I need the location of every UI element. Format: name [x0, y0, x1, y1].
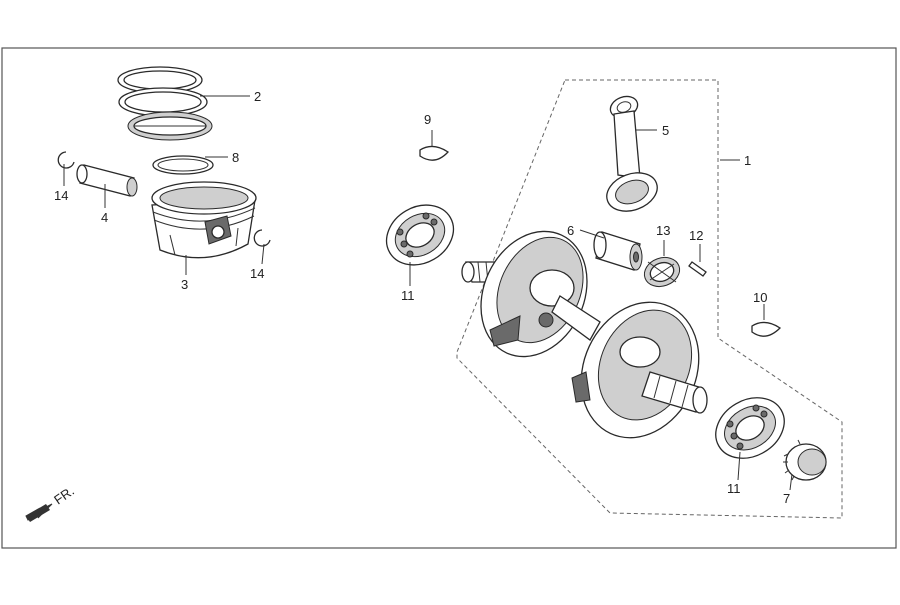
- callout-14-right: 14: [250, 266, 264, 281]
- callout-11-right: 11: [727, 481, 741, 496]
- piston-rings: [117, 66, 213, 141]
- crankshaft: [461, 230, 708, 439]
- connecting-rod: [606, 95, 658, 212]
- woodruff-key-lower: [751, 321, 782, 337]
- diagram-frame: [1, 47, 897, 549]
- clip-left: [57, 151, 75, 169]
- callout-3: 3: [181, 277, 188, 292]
- callout-10: 10: [753, 290, 767, 305]
- front-arrow-icon: [25, 503, 53, 522]
- callout-13: 13: [656, 223, 670, 238]
- needle-bearing: [643, 256, 681, 288]
- crankshaft-assembly-boundary: [456, 79, 843, 519]
- bearing-left: [385, 204, 455, 266]
- clip-right: [253, 229, 271, 247]
- timing-gear: [783, 439, 827, 481]
- piston-pin: [76, 164, 138, 197]
- callout-8: 8: [232, 150, 239, 165]
- callout-11-left: 11: [401, 288, 415, 303]
- callout-6: 6: [567, 223, 574, 238]
- callout-12: 12: [689, 228, 703, 243]
- callout-14-left: 14: [54, 188, 68, 203]
- front-direction-label: FR.: [51, 483, 77, 507]
- leader-lines: [63, 95, 793, 491]
- bearing-right: [715, 397, 785, 459]
- callout-9: 9: [424, 112, 431, 127]
- callout-4: 4: [101, 210, 108, 225]
- callout-2: 2: [254, 89, 261, 104]
- crank-pin: [593, 231, 643, 271]
- callout-7: 7: [783, 491, 790, 506]
- callout-5: 5: [662, 123, 669, 138]
- woodruff-key-upper: [419, 145, 449, 161]
- piston: [151, 181, 257, 259]
- small-pin: [688, 261, 707, 277]
- callout-1: 1: [744, 153, 751, 168]
